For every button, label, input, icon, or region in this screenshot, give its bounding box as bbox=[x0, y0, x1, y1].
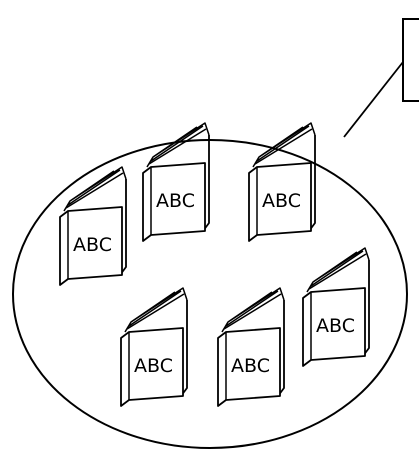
book-5: ABC bbox=[121, 288, 187, 406]
pointer-line bbox=[344, 62, 403, 137]
book-pages bbox=[307, 248, 369, 292]
book-label: ABC bbox=[262, 190, 301, 212]
label-box bbox=[403, 19, 419, 101]
book-6: ABC bbox=[218, 288, 284, 406]
book-label: ABC bbox=[134, 355, 173, 377]
book-4: ABC bbox=[303, 248, 369, 366]
book-pages bbox=[64, 167, 126, 211]
books-group: ABC ABC ABC ABC ABC ABC bbox=[60, 123, 369, 406]
book-label: ABC bbox=[73, 234, 112, 256]
book-label: ABC bbox=[231, 355, 270, 377]
book-pages bbox=[125, 288, 187, 332]
book-pages bbox=[222, 288, 284, 332]
book-label: ABC bbox=[156, 190, 195, 212]
book-3: ABC bbox=[249, 123, 315, 241]
book-label: ABC bbox=[316, 315, 355, 337]
